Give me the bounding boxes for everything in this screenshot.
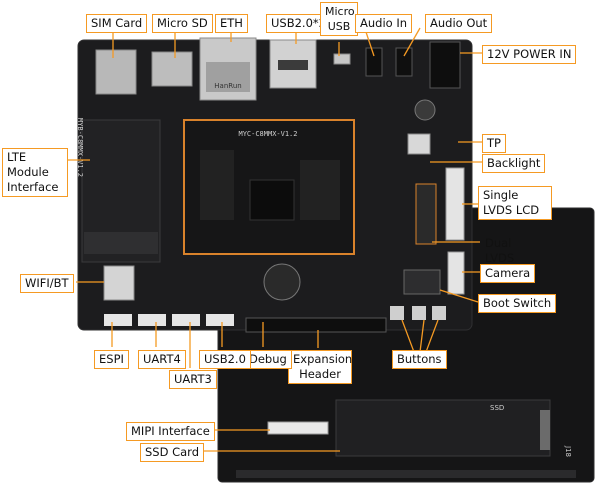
label-espi: ESPI [94, 350, 129, 369]
label-power-in: 12V POWER IN [482, 45, 577, 64]
leader-lines [66, 27, 482, 452]
label-usb20: USB2.0 [199, 350, 251, 369]
label-camera: Camera [480, 264, 536, 283]
label-tp: TP [482, 134, 506, 153]
label-eth: ETH [215, 14, 248, 33]
label-backlight: Backlight [482, 154, 546, 173]
label-audio-in: Audio In [355, 14, 413, 33]
label-single-lvds: Single LVDS LCD [478, 186, 552, 220]
label-buttons: Buttons [392, 350, 447, 369]
label-uart3: UART3 [169, 370, 217, 389]
eth-vendor-text: HanRun [214, 82, 241, 90]
label-ssd: SSD Card [140, 443, 205, 462]
label-mipi: MIPI Interface [126, 422, 215, 441]
som-module: MYC-C8MMX-V1.2 [183, 119, 355, 255]
board-silkscreen: MYB-C8MMX-V1.2 [76, 118, 84, 177]
som-silkscreen: MYC-C8MMX-V1.2 [238, 130, 297, 138]
label-expansion-header: Expansion Header [288, 350, 352, 384]
label-usb20x2: USB2.0*2 [266, 14, 331, 33]
label-lte: LTE Module Interface [2, 148, 68, 197]
label-audio-out: Audio Out [425, 14, 493, 33]
mipi-connector [267, 421, 329, 435]
main-board: HanRun MYC-C8MMX-V1.2 MYB-C8MMX-V1.2 [76, 37, 473, 333]
j18-silkscreen: J18 [564, 445, 572, 457]
label-micro-sd: Micro SD [152, 14, 213, 33]
label-uart4: UART4 [138, 350, 186, 369]
label-micro-usb: Micro USB [320, 2, 358, 36]
eth-connector: HanRun [199, 37, 257, 101]
label-boot-switch: Boot Switch [478, 294, 557, 313]
label-sim-card: SIM Card [86, 14, 148, 33]
label-wifi-bt: WIFI/BT [20, 274, 74, 293]
label-debug: Debug [244, 350, 292, 369]
ssd-silkscreen: SSD [490, 404, 504, 412]
